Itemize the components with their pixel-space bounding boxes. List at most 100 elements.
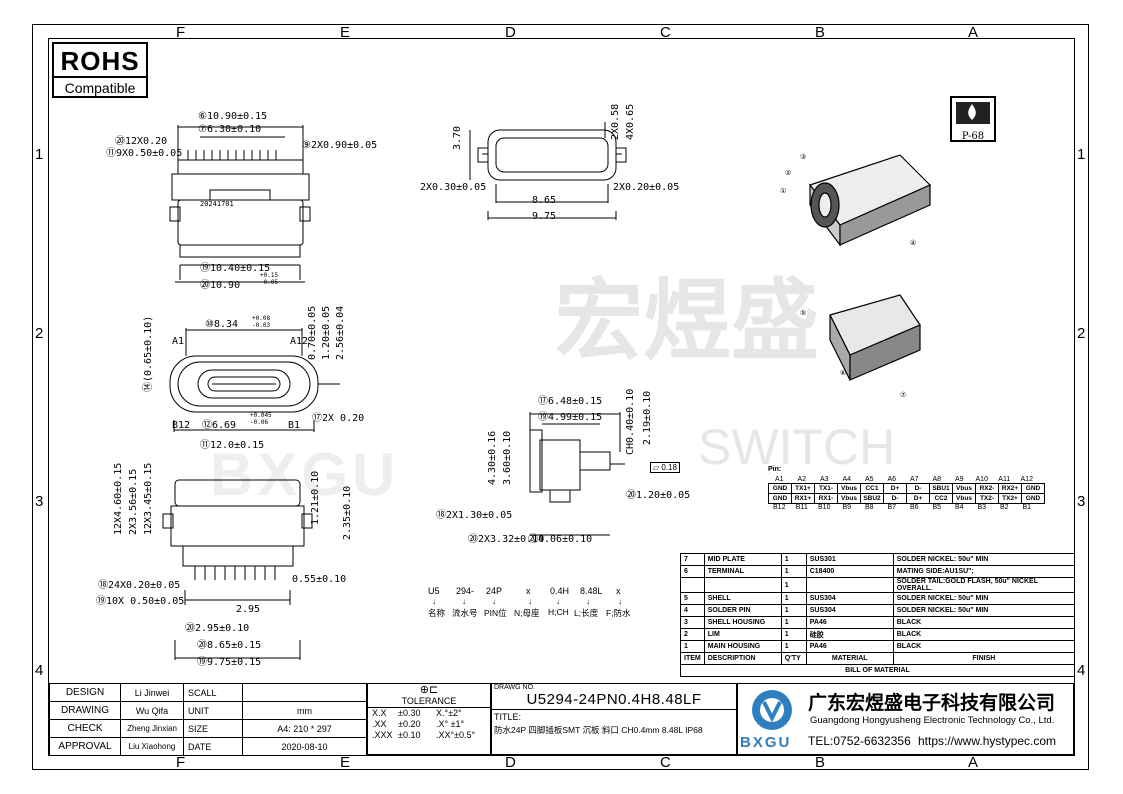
bom-cell-mat: C18400 [805,565,894,578]
company-block: BXGU 广东宏煜盛电子科技有限公司 Guangdong Hongyusheng… [737,683,1074,755]
side-dim-332: ⑳2X3.32±0.10 [468,534,545,545]
part-label-2: PIN位 [484,608,507,618]
end-label-a1: A1 [172,336,185,347]
bom-cell-mat: SUS301 [805,553,894,566]
bom-cell-desc: SOLDER PIN [703,604,782,617]
pin-label-top: A5 [864,476,874,483]
bom-cell-finish: BLACK [892,640,1076,653]
top-dim-holdown: ⑨2X0.90±0.05 [302,140,378,151]
ip68-text: P-68 [961,131,985,142]
pin-cell-bottom: RX1+ [791,493,815,504]
zone-left-3: 3 [35,493,44,510]
bom-cell-mat: PA46 [805,616,894,629]
pin-label-bottom: B8 [864,504,874,511]
zone-top-f: F [176,24,186,41]
end-dim-opening-tol: +0.08-0.03 [252,315,271,329]
side-dim-406: ⑳4.06±0.10 [528,534,593,545]
pin-cell-bottom: RX1- [814,493,838,504]
company-logo-icon [752,690,792,730]
pin-label-top: A12 [1020,476,1033,483]
end-dim-inner-tol: +0.045-0.06 [250,412,272,426]
front-dim-right: 2X0.20±0.05 [613,182,680,193]
pin-cell-top: GND [1021,483,1045,494]
pin-cell-top: Vbus [837,483,861,494]
side-dim-ch: CH0.40±0.10 [625,388,636,455]
bom-cell-qty: 1 [780,628,807,641]
rohs-title: ROHS [60,46,140,76]
svg-text:③: ③ [800,153,806,161]
zone-bottom-f: F [176,754,186,771]
pin-cell-bottom: D- [883,493,907,504]
pin-label-top: A7 [909,476,919,483]
bom-cell-finish: BLACK [892,628,1076,641]
bom-cell-desc: TERMINAL [703,565,782,578]
watermark-en: SWITCH [698,419,896,475]
zone-right-1: 1 [1077,146,1086,163]
tolerance-row: .XX±0.20.X° ±1° [372,719,465,729]
pin-label-top: A3 [819,476,829,483]
end-dim-opening: ⑩8.34 [205,319,239,330]
end-dim-120: 1.20±0.05 [321,305,332,360]
side-dim-130: ⑱2X1.30±0.05 [436,510,513,521]
pin-label-top: A1 [774,476,784,483]
zone-bottom-b: B [815,754,826,771]
pin-cell-bottom: GND [768,493,792,504]
top-dim-pins: ⑳12X0.20 [115,136,168,147]
bom-footer: BILL OF MATERIAL [680,664,1075,677]
pin-label-bottom: B5 [932,504,942,511]
bom-cell-item: 5 [680,592,705,605]
bom-cell-mat: SUS304 [805,592,894,605]
end-view-drawing [169,328,340,432]
part-label-0: 名称 [428,608,446,618]
bom-cell-item: 3 [680,616,705,629]
pin-cell-bottom: D+ [906,493,930,504]
bom-cell-desc [703,577,782,593]
svg-text:⑥: ⑥ [840,369,846,377]
zone-left-4: 4 [35,662,44,679]
pin-label-top: A8 [932,476,942,483]
pin-label-bottom: B2 [999,504,1009,511]
zone-top-d: D [505,24,516,41]
bottom-dim-975: ⑲9.75±0.15 [197,657,262,668]
bom-cell-finish: MATING SIDE:AU1SU"; [892,565,1076,578]
pin-cell-top: TX1- [814,483,838,494]
pin-label-top: A2 [797,476,807,483]
bom-cell-mat [805,577,894,593]
bom-cell-desc: MID PLATE [703,553,782,566]
company-url[interactable]: https://www.hystypec.com [918,734,1057,748]
end-label-a12: A12 [290,336,309,347]
bom-cell-item: 1 [680,640,705,653]
pin-cell-top: CC1 [860,483,884,494]
top-dim-pin-pitch: ⑪9X0.50±0.05 [106,148,183,159]
pin-cell-top: GND [768,483,792,494]
end-label-b1: B1 [288,420,301,431]
front-dim-065: 4X0.65 [625,103,636,140]
side-dim-648: ⑰6.48±0.15 [538,396,603,407]
pin-label-top: A9 [954,476,964,483]
pin-cell-bottom: SBU2 [860,493,884,504]
rohs-badge: ROHS Compatible [52,42,148,98]
bottom-dim-055: 0.55±0.10 [292,574,347,585]
bom-cell-desc: LIM [703,628,782,641]
bottom-dim-295: 2.95 [236,604,261,615]
bom-cell-item: 7 [680,553,705,566]
water-drop-icon [956,102,990,124]
flatness-symbol: ⏥ 0.18 [650,462,680,473]
pin-cell-bottom: TX2+ [998,493,1022,504]
zone-bottom-c: C [660,754,671,771]
pin-cell-bottom: GND [1021,493,1045,504]
bom-cell-item [680,577,705,593]
zone-top-e: E [340,24,351,41]
bom-cell-qty: 1 [780,604,807,617]
part-seg-0: U5 [428,586,440,596]
top-dim-pitch: ⑦6.30±0.10 [198,124,262,135]
bom-cell-finish: SOLDER NICKEL: 50u" MIN [892,592,1076,605]
side-dim-499: ⑲4.99±0.15 [538,412,603,423]
bottom-dim-235: 2.35±0.10 [342,485,353,540]
